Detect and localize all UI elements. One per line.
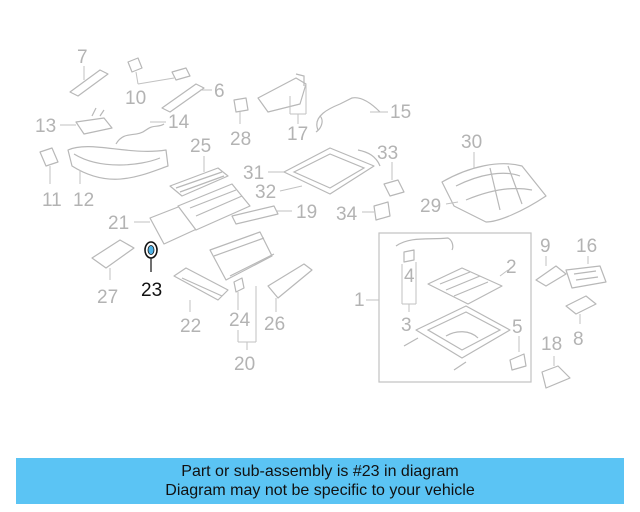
part-17-shape bbox=[257, 77, 307, 113]
part-label-15: 15 bbox=[390, 102, 411, 123]
part-label-29: 29 bbox=[420, 196, 441, 217]
part-label-25: 25 bbox=[190, 136, 211, 157]
part-label-18: 18 bbox=[541, 334, 562, 355]
part-4-harness bbox=[395, 237, 454, 251]
part-label-22: 22 bbox=[180, 316, 201, 337]
part-29-30-cushion bbox=[441, 163, 547, 223]
banner-line-2: Diagram may not be specific to your vehi… bbox=[165, 482, 475, 499]
part-33-shape bbox=[383, 179, 405, 197]
part-6-shape bbox=[161, 83, 205, 113]
part-label-12: 12 bbox=[73, 190, 94, 211]
part-7-shape bbox=[69, 69, 109, 97]
part-label-14: 14 bbox=[168, 112, 190, 133]
part-15-shape bbox=[316, 97, 381, 131]
seat-parts-diagram: 7 10 6 13 14 11 12 28 17 15 25 31 32 bbox=[35, 47, 607, 389]
part-label-33: 33 bbox=[377, 143, 398, 164]
part-11-shape bbox=[39, 147, 59, 167]
part-label-5: 5 bbox=[512, 317, 523, 338]
part-10-shape-a bbox=[127, 57, 143, 73]
part-label-31: 31 bbox=[243, 163, 264, 184]
info-banner: Part or sub-assembly is #23 in diagram D… bbox=[16, 458, 624, 504]
part-9-shape bbox=[535, 265, 567, 287]
part-label-17: 17 bbox=[287, 124, 308, 145]
part-label-4: 4 bbox=[404, 266, 415, 287]
part-28-shape bbox=[233, 97, 249, 113]
part-27-shape bbox=[91, 239, 135, 269]
part-24-shape bbox=[209, 231, 273, 281]
part-14-shape bbox=[115, 123, 165, 145]
part-label-19: 19 bbox=[296, 202, 317, 223]
part-label-23: 23 bbox=[141, 280, 162, 301]
part-18-shape bbox=[541, 365, 571, 389]
part-label-30: 30 bbox=[461, 132, 482, 153]
part-label-21: 21 bbox=[108, 213, 129, 234]
part-2-shape bbox=[427, 267, 503, 305]
part-16-shape bbox=[565, 265, 607, 289]
part-20-frame bbox=[177, 183, 251, 231]
part-label-16: 16 bbox=[576, 236, 597, 257]
part-label-6: 6 bbox=[214, 81, 225, 102]
part-label-20: 20 bbox=[234, 354, 255, 375]
banner-line-1: Part or sub-assembly is #23 in diagram bbox=[181, 463, 459, 480]
part-13-shape bbox=[75, 117, 113, 135]
part-26-shape bbox=[267, 263, 313, 299]
part-34-shape bbox=[373, 201, 391, 221]
part-19-shape bbox=[231, 205, 279, 225]
part-5-shape bbox=[509, 353, 527, 371]
part-label-10: 10 bbox=[125, 88, 146, 109]
part-label-2: 2 bbox=[506, 257, 517, 278]
part-label-8: 8 bbox=[573, 329, 584, 350]
part-8-shape bbox=[565, 295, 597, 315]
part-label-13: 13 bbox=[35, 116, 56, 137]
part-10-shape-b bbox=[171, 67, 191, 81]
part-31-shape bbox=[283, 147, 375, 195]
part-1-group-box bbox=[378, 232, 532, 383]
part-label-28: 28 bbox=[230, 129, 251, 150]
part-12-shape bbox=[67, 146, 169, 180]
part-label-24: 24 bbox=[229, 310, 251, 331]
part-label-34: 34 bbox=[336, 204, 358, 225]
part-label-9: 9 bbox=[540, 236, 551, 257]
part-label-7: 7 bbox=[77, 47, 88, 68]
part-label-11: 11 bbox=[42, 190, 62, 211]
part-23-shape bbox=[144, 241, 158, 259]
part-label-1: 1 bbox=[354, 290, 365, 311]
part-label-32: 32 bbox=[255, 182, 276, 203]
part-label-27: 27 bbox=[97, 287, 118, 308]
part-label-3: 3 bbox=[401, 315, 412, 336]
part-label-26: 26 bbox=[264, 314, 285, 335]
